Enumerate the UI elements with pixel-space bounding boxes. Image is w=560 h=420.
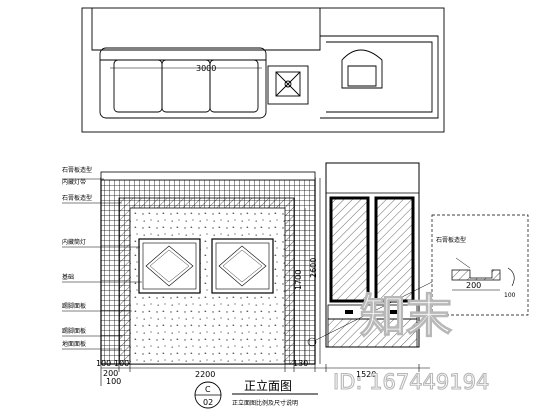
dim-b-2: 200 (103, 369, 118, 378)
vertical-dims (304, 178, 321, 364)
title-block (194, 381, 318, 409)
label-base: 基础 (62, 273, 74, 281)
label-floor: 地面面板 (62, 340, 86, 348)
detail-dim: 200 (466, 281, 481, 290)
dim-vertical-outer: 2600 (309, 258, 318, 278)
dim-b-3: 100 (106, 377, 121, 386)
label-skirting-1: 踢脚面板 (62, 302, 86, 310)
bottom-dims (100, 364, 430, 386)
drawing-title: 正立面图 (244, 378, 292, 393)
label-downlight: 内藏筒灯 (62, 238, 86, 246)
label-gypsum-1: 石膏板造型 (62, 166, 92, 174)
panel-right (211, 238, 274, 294)
dim-b-1: 100 (114, 359, 129, 368)
watermark-id: ID: 167449194 (333, 370, 489, 394)
watermark-brand: 知末 (360, 289, 452, 343)
plan-view (81, 7, 445, 133)
panel-left (138, 238, 201, 294)
side-table (267, 65, 309, 105)
dim-b-6: 1520 (356, 370, 376, 379)
dim-b-4: 2200 (195, 370, 215, 379)
index-top: C (205, 385, 211, 394)
detail-dim-small: 100 (504, 292, 516, 299)
label-hidden-light: 内藏灯带 (62, 178, 86, 186)
cabinet (325, 162, 420, 348)
detail-label: 石膏板造型 (436, 236, 466, 244)
detail-callout (307, 214, 529, 347)
drawing-subtitle: 正立面图比例及尺寸说明 (232, 399, 298, 407)
plan-dimension: 3000 (110, 64, 262, 73)
elevation-wall (100, 171, 316, 365)
dim-b-0: 100 (96, 359, 111, 368)
sofa (99, 47, 267, 119)
dim-vertical-inner: 1700 (294, 270, 303, 290)
label-gypsum-2: 石膏板造型 (62, 194, 92, 202)
watermark: 知末 ID: 167449194 (332, 288, 489, 394)
index-bottom: 02 (203, 398, 213, 407)
chair (341, 49, 383, 89)
dim-b-5: 130 (293, 359, 308, 368)
label-skirting-2: 踢脚面板 (62, 327, 86, 335)
leader-lines (62, 178, 142, 350)
plan-width-dim: 3000 (196, 64, 216, 73)
